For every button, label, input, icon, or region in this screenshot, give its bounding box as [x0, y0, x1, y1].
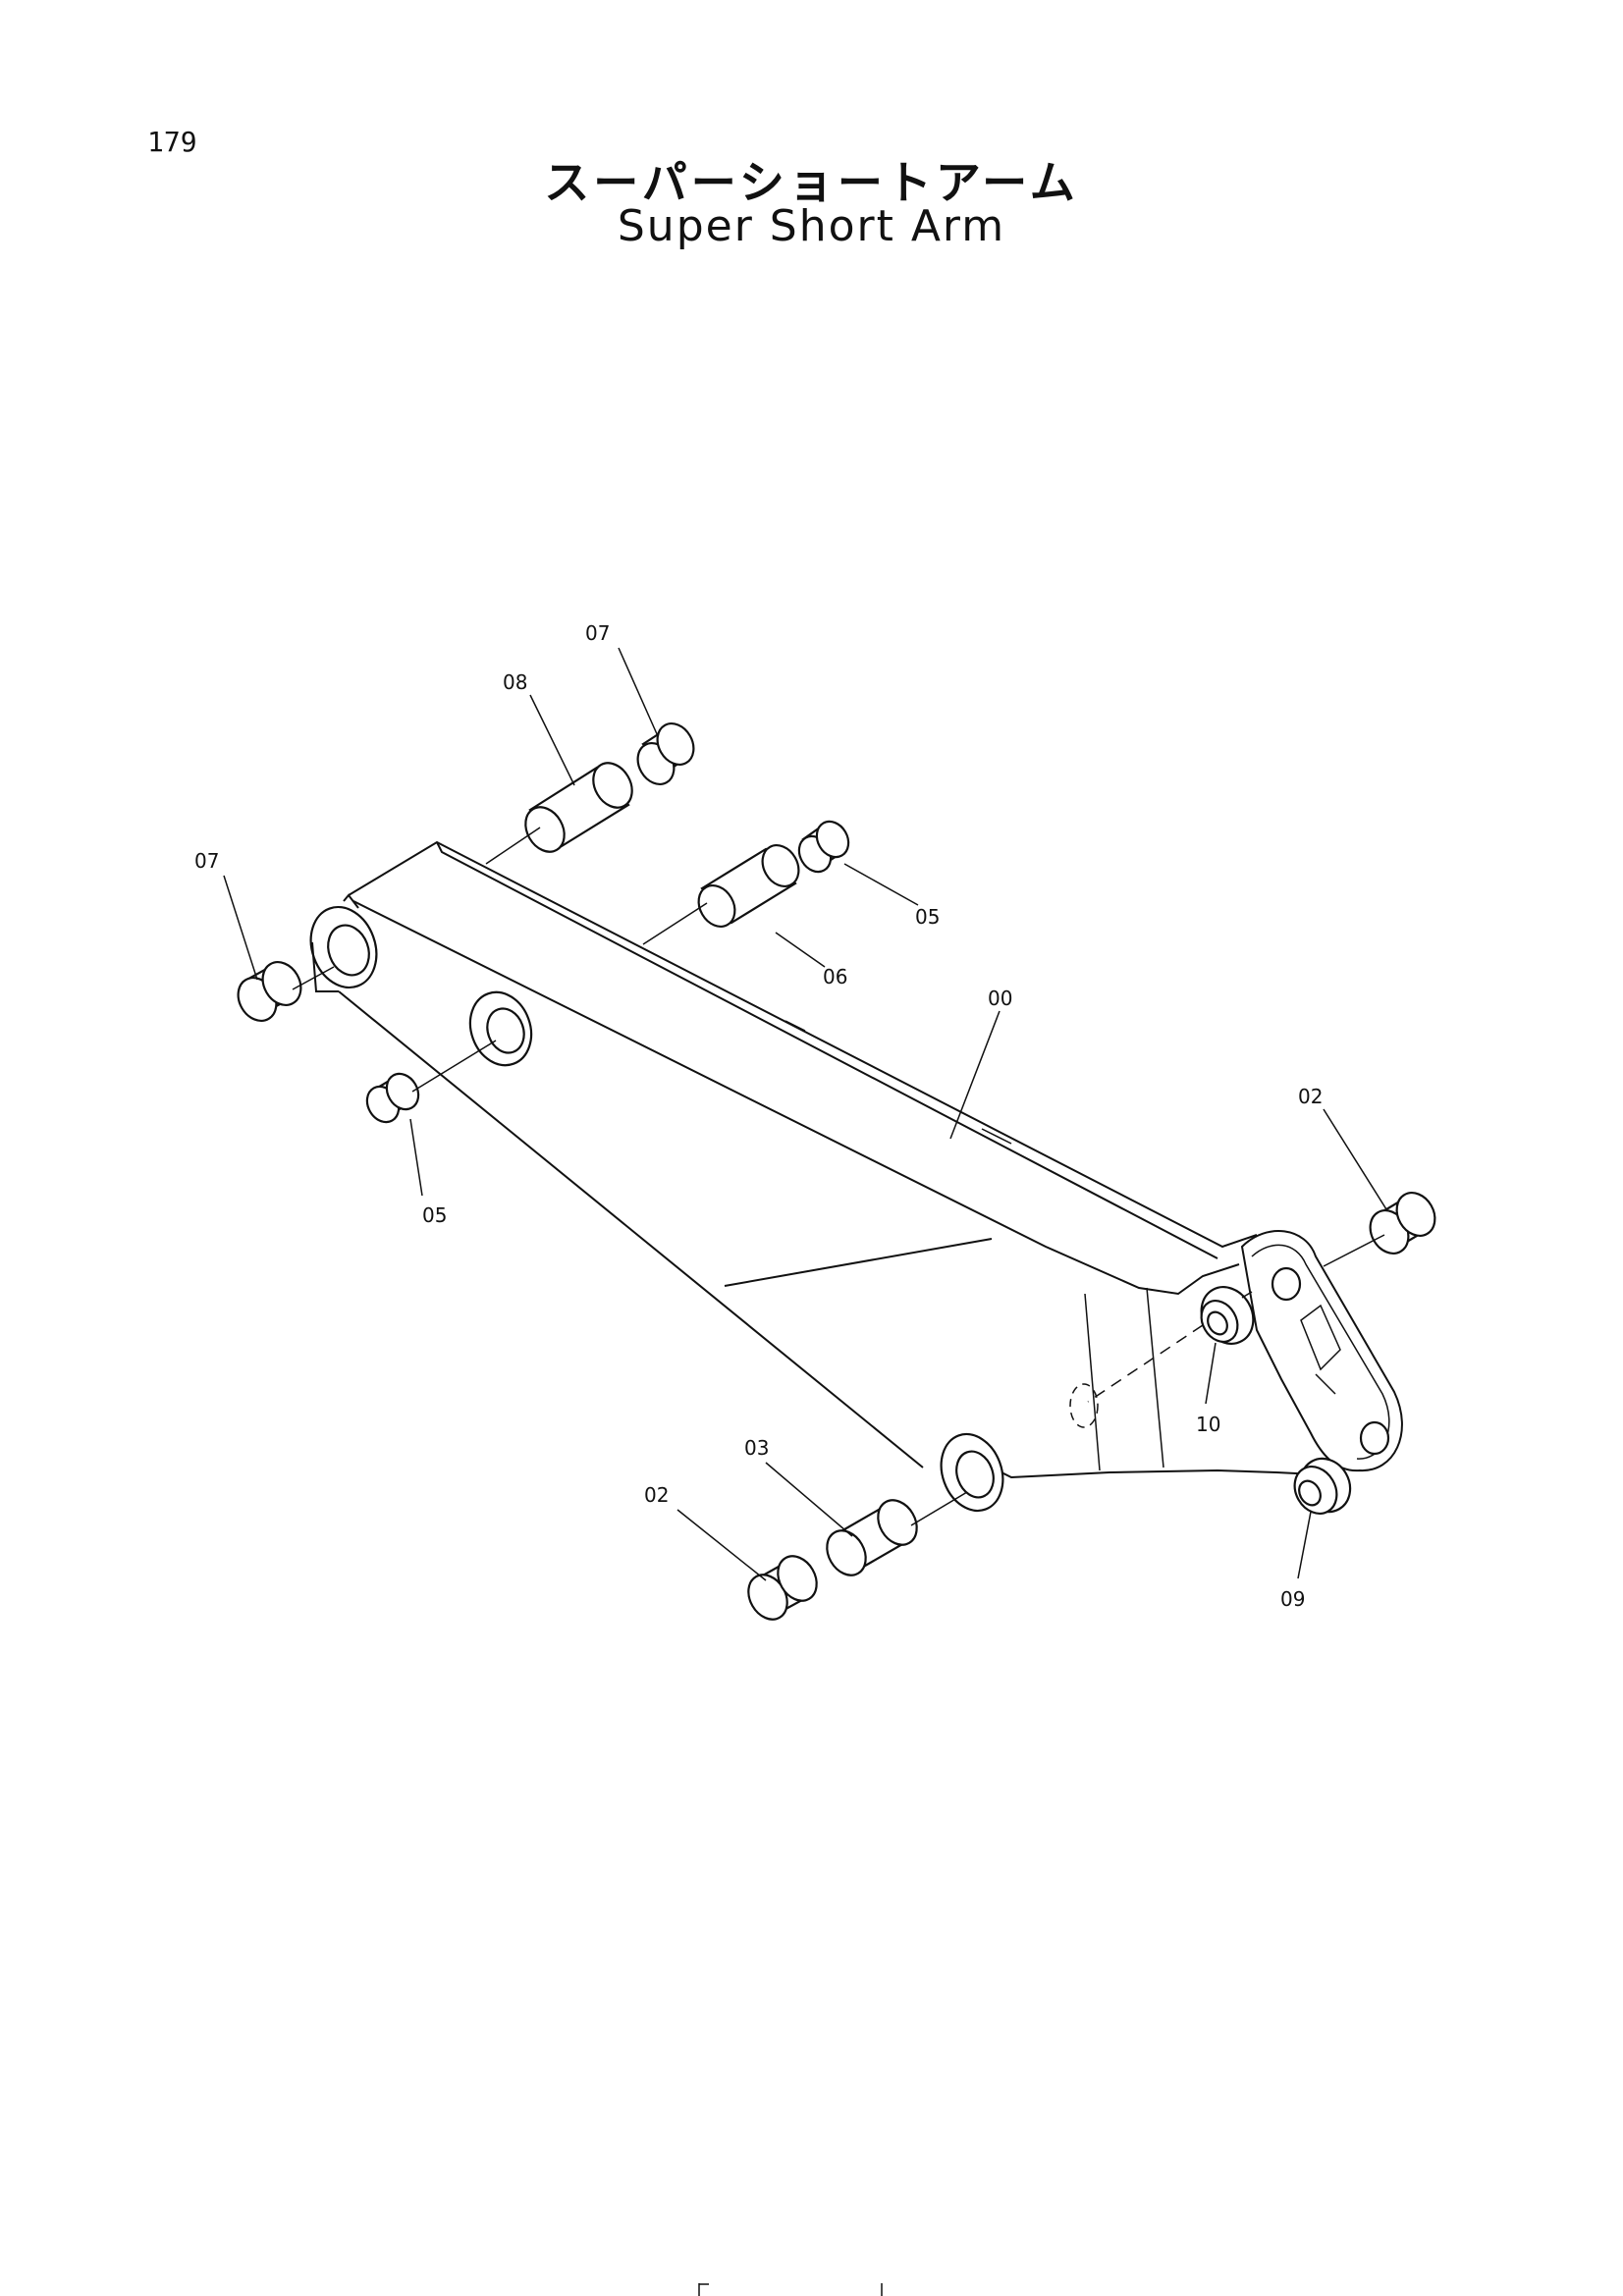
grease-fitting-09	[1293, 1457, 1352, 1515]
arm-body	[338, 840, 1403, 1479]
bushing-02-lower	[747, 1555, 818, 1621]
bushing-08	[524, 762, 633, 853]
arm-boss-middle	[468, 990, 533, 1067]
bushing-03	[826, 1499, 918, 1576]
bushing-05-left	[365, 1072, 420, 1124]
arm-boss-left	[309, 905, 378, 992]
bushing-02-right	[1369, 1192, 1436, 1255]
bushing-05-top	[797, 820, 850, 874]
scan-artifacts	[698, 2283, 883, 2296]
callout-10: 10	[1196, 1413, 1220, 1436]
bushing-07-left	[237, 961, 302, 1022]
page-number: 179	[147, 126, 197, 158]
bushing-06	[697, 844, 800, 928]
callout-05-top: 05	[915, 905, 940, 929]
callout-07-top: 07	[585, 621, 610, 645]
callout-09: 09	[1280, 1587, 1305, 1611]
page-title-japanese: スーパーショートアーム	[544, 156, 1079, 209]
callout-02-lower: 02	[644, 1483, 669, 1507]
page-title-english: Super Short Arm	[617, 201, 1006, 251]
callout-02-right: 02	[1298, 1085, 1323, 1108]
pin-boss-10	[1200, 1286, 1255, 1345]
arm-boss-lower	[940, 1432, 1004, 1513]
callout-00: 00	[988, 987, 1012, 1010]
callout-07-left: 07	[194, 849, 219, 873]
callout-03: 03	[744, 1436, 769, 1460]
bushing-07-top	[636, 722, 695, 785]
leader-lines	[223, 647, 1387, 1581]
assembly-lines	[292, 827, 1385, 1526]
callout-08: 08	[503, 670, 527, 694]
callout-05-left: 05	[422, 1203, 447, 1227]
callout-06: 06	[823, 965, 847, 988]
